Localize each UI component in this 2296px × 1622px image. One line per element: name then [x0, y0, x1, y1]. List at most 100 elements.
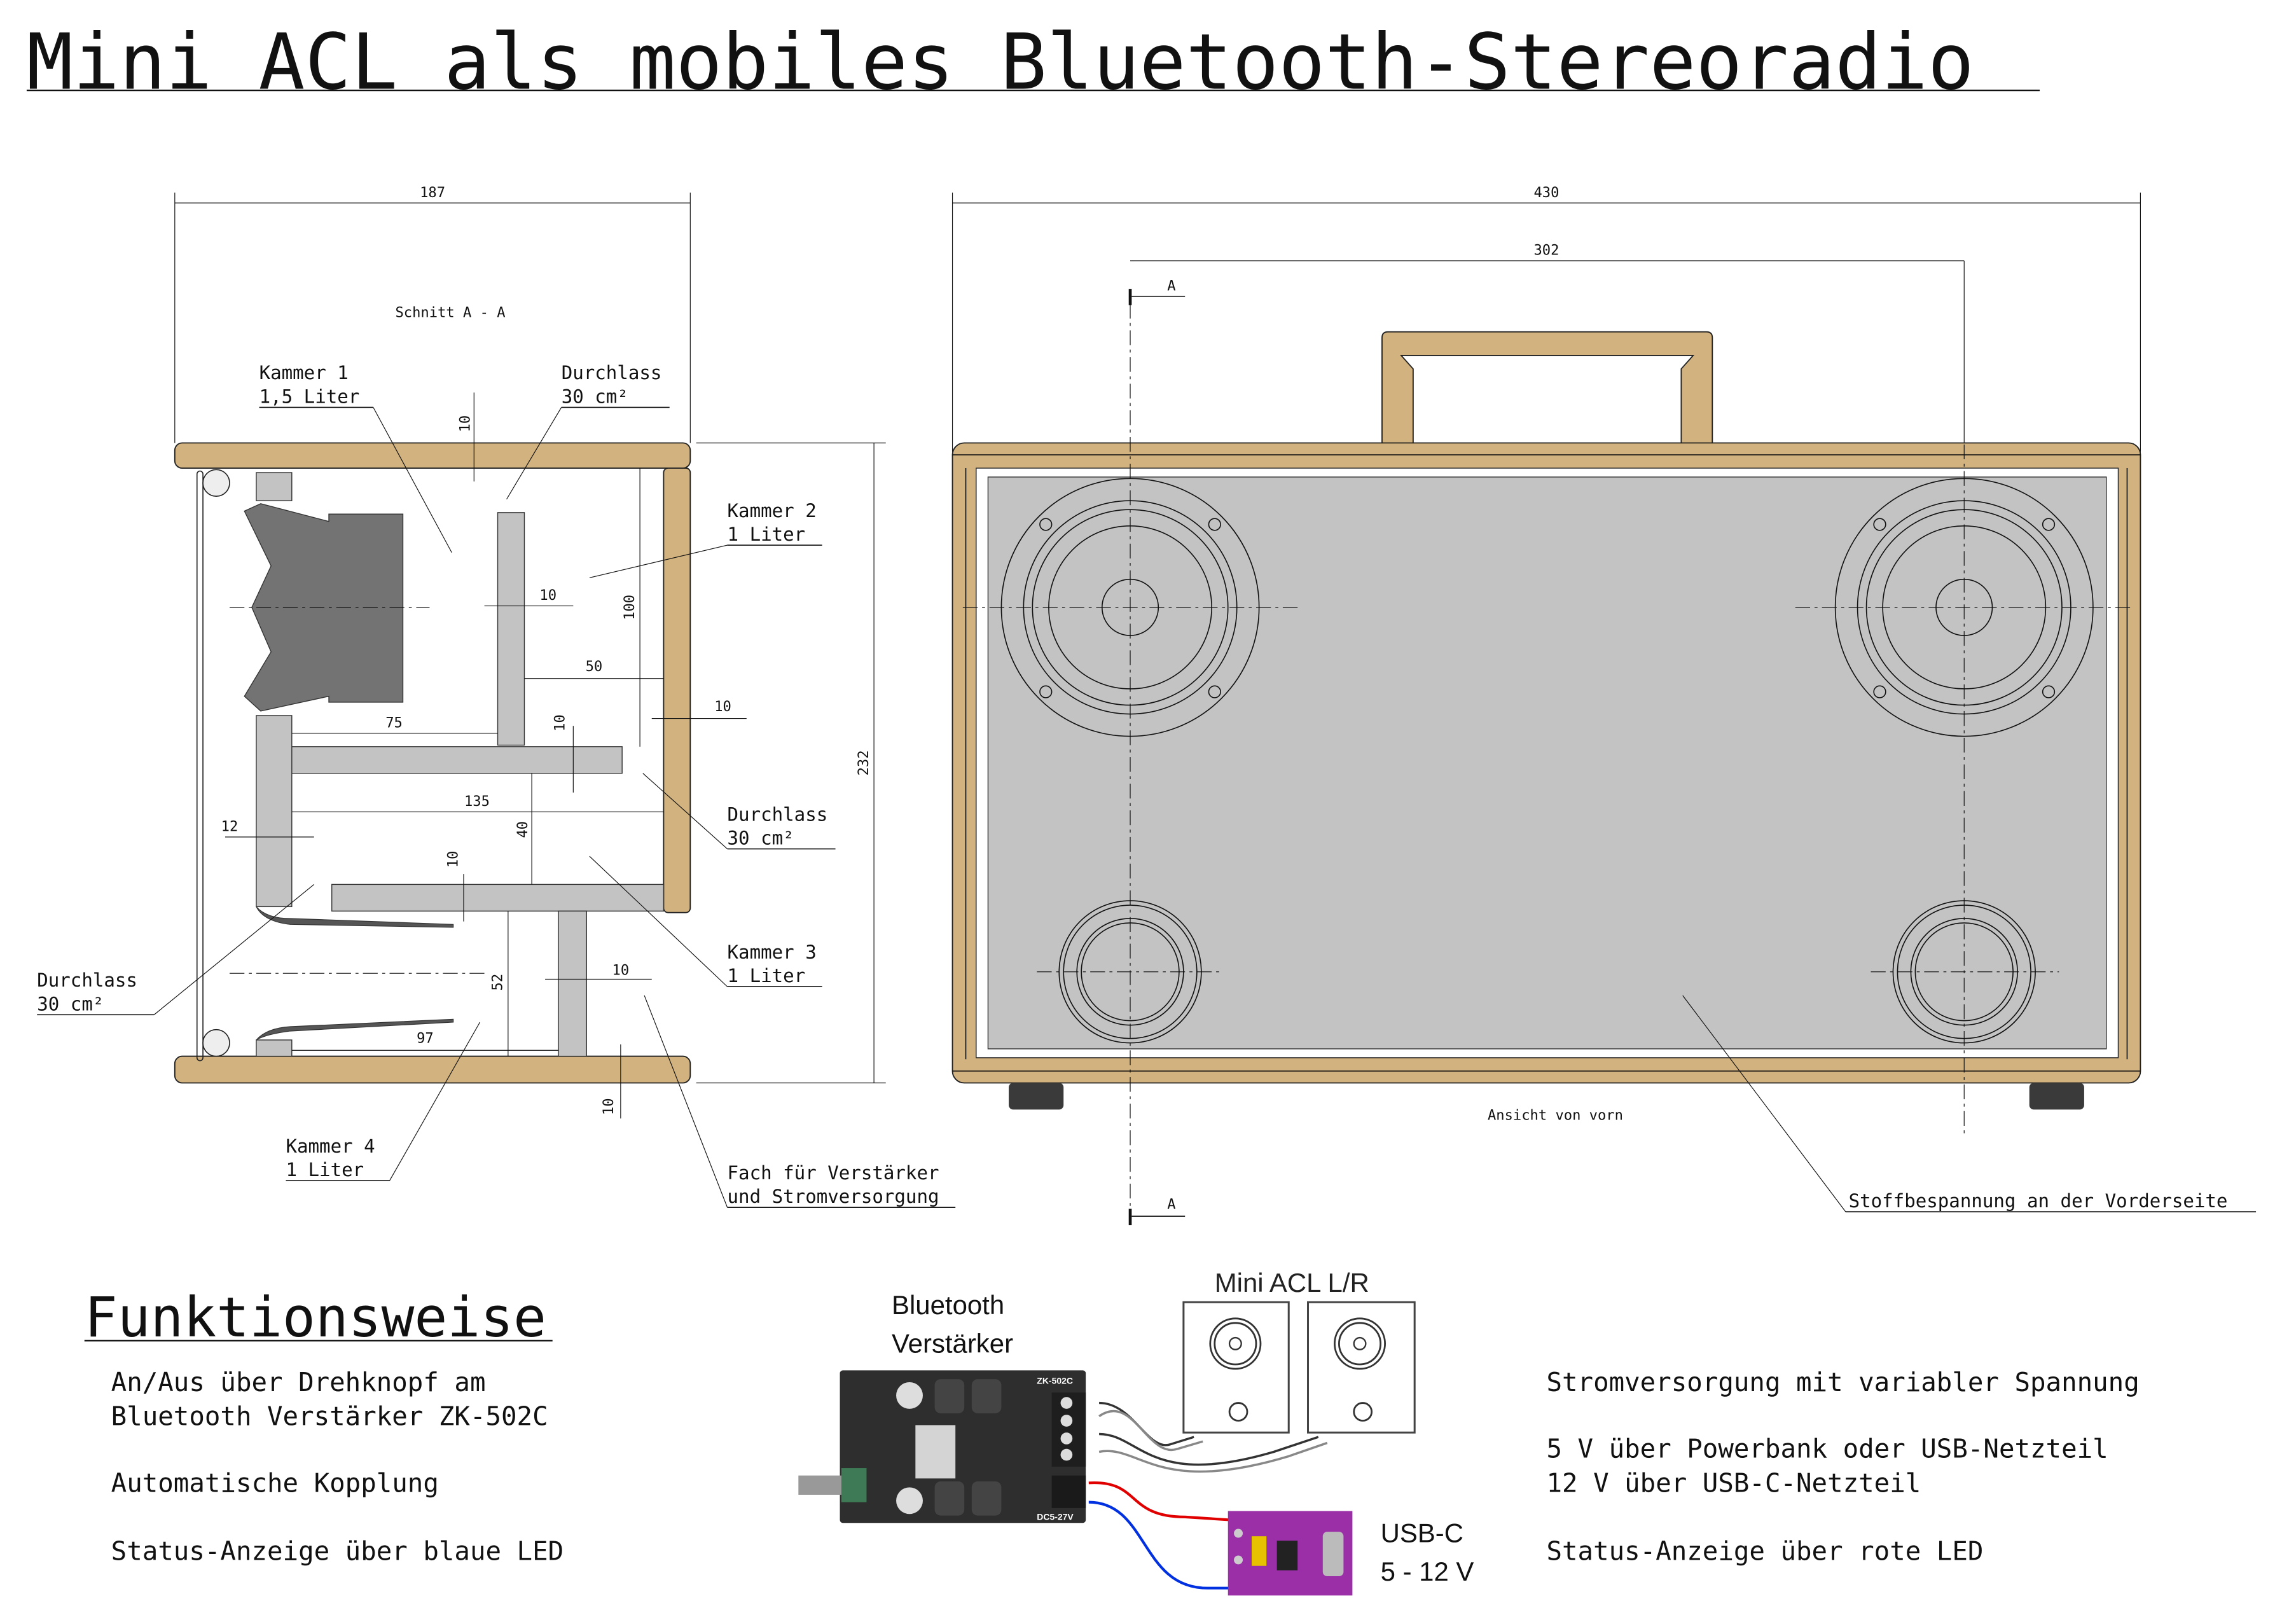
- internal-dimensions: 10 10 100 50 10 75 10 135 40 12 10 52 10: [221, 392, 886, 1119]
- title-block: Mini ACL als mobiles Bluetooth-Stereorad…: [26, 18, 2040, 107]
- drawing-label: 10: [714, 698, 731, 715]
- drawing-label: und Stromversorgung: [728, 1186, 939, 1207]
- drawing-stroke: [1682, 995, 1846, 1212]
- drawing-stroke: [1276, 1541, 1298, 1570]
- drawing-label: 1 Liter: [728, 965, 806, 987]
- drawing-stroke: [644, 995, 728, 1208]
- drawing-stroke: [1228, 1402, 1248, 1422]
- drawing-label: 97: [417, 1030, 434, 1047]
- drawing-stroke: [1338, 1322, 1382, 1366]
- drawing-stroke: [896, 1382, 923, 1409]
- callout-durchlass-top: Durchlass 30 cm²: [506, 362, 670, 500]
- heatsink-icon: [915, 1425, 956, 1479]
- drawing-label: 12: [221, 819, 239, 835]
- drawing-label: 10: [445, 851, 462, 868]
- drawing-stroke: [2042, 518, 2056, 531]
- panel-front-lower: [256, 715, 293, 908]
- usb-label: USB-C: [1381, 1518, 1463, 1548]
- port-flare-lower: [256, 1018, 454, 1041]
- drawing-stroke: [589, 856, 728, 987]
- amp-label: Verstärker: [892, 1328, 1013, 1358]
- drawing-label: 30 cm²: [37, 993, 104, 1015]
- panel-baffle: [497, 512, 525, 746]
- back-board: [663, 468, 691, 913]
- drawing-label: Kammer 4: [286, 1135, 375, 1157]
- dim-width: 187: [420, 184, 445, 201]
- usb-label: 5 - 12 V: [1381, 1556, 1474, 1586]
- function-heading: Funktionsweise: [85, 1286, 546, 1350]
- drawing-label: 40: [515, 821, 531, 838]
- drawing-stroke: [2042, 685, 2056, 698]
- drawing-stroke: [1128, 289, 1132, 305]
- drawing-label: 1 Liter: [728, 523, 806, 545]
- drawing-label: 10: [551, 714, 568, 731]
- drawing-label: 1,5 Liter: [259, 385, 360, 407]
- callout-kammer1: Kammer 1 1,5 Liter: [259, 362, 452, 553]
- drawing-stroke: [1060, 1448, 1073, 1461]
- function-right-line: Stromversorgung mit variabler Spannung: [1546, 1367, 2139, 1397]
- speakers-label: Mini ACL L/R: [1215, 1268, 1369, 1298]
- drawing-stroke: [1873, 685, 1886, 698]
- function-left-line: Automatische Kopplung: [111, 1467, 439, 1498]
- panel-front-bottom: [256, 1039, 293, 1057]
- drawing-stroke: [1353, 1336, 1367, 1350]
- negative-wire: [1088, 1501, 1231, 1590]
- page-title: Mini ACL als mobiles Bluetooth-Stereorad…: [27, 18, 1974, 107]
- drawing-stroke: [1060, 1397, 1073, 1409]
- foot-left: [1009, 1083, 1064, 1110]
- section-caption: Schnitt A - A: [395, 304, 505, 321]
- drawing-stroke: [1208, 518, 1221, 531]
- drawing-stroke: [1128, 1209, 1132, 1226]
- drawing-label: 10: [539, 587, 557, 604]
- drawing-stroke: [1334, 1317, 1387, 1370]
- drawing-label: Durchlass: [562, 362, 662, 384]
- drawing-label: Fach für Verstärker: [728, 1162, 939, 1184]
- drawing-stroke: [1039, 685, 1053, 698]
- drawing-stroke: [1051, 1475, 1086, 1508]
- dim-front-width: 430: [1534, 184, 1559, 201]
- amplifier-board: ZK-502C DC5-27V: [798, 1370, 1086, 1523]
- drawing-label: 100: [621, 595, 638, 620]
- function-right-line: 12 V über USB-C-Netzteil: [1546, 1467, 1921, 1498]
- drawing-stroke: [840, 1370, 1086, 1523]
- speaker-right-icon: [1306, 1301, 1416, 1434]
- panel-shelf-lower: [331, 884, 665, 912]
- front-caption: Ansicht von vorn: [1488, 1107, 1623, 1124]
- panel-front-top: [256, 472, 293, 501]
- front-view: 430 302 A A: [951, 184, 2257, 1226]
- drawing-stroke: [389, 1022, 481, 1181]
- foot-right: [2029, 1083, 2084, 1110]
- drawing-stroke: [1234, 1528, 1243, 1538]
- speaker-wire: [1098, 1410, 1203, 1452]
- amp-input-text: DC5-27V: [1037, 1512, 1074, 1522]
- drawing-stroke: [971, 1379, 1002, 1413]
- function-left-line: An/Aus über Drehknopf am: [111, 1367, 486, 1397]
- volume-knob-icon: [798, 1475, 843, 1495]
- drawing-stroke: [1182, 1301, 1290, 1434]
- drawing-stroke: [1060, 1432, 1073, 1445]
- drawing-label: 30 cm²: [728, 828, 794, 849]
- drawing-label: 75: [385, 715, 403, 731]
- panel-shelf-upper: [291, 746, 623, 774]
- drawing-stroke: [1209, 1317, 1262, 1370]
- speaker-wire: [1099, 1401, 1194, 1446]
- drawing-stroke: [934, 1379, 965, 1413]
- drawing-stroke: [1060, 1415, 1073, 1427]
- drawing-stroke: [841, 1468, 867, 1502]
- bottom-board: [174, 1055, 691, 1084]
- drawing-stroke: [1252, 1536, 1267, 1566]
- drawing-label: 50: [586, 658, 603, 675]
- drawing-label: 30 cm²: [562, 385, 628, 407]
- grille-rod-top: [202, 469, 230, 497]
- drawing-stroke: [589, 544, 728, 578]
- drawing-stroke: [1873, 518, 1886, 531]
- drawing-label: A: [1167, 277, 1175, 294]
- callout-durchlass-left: Durchlass 30 cm²: [37, 884, 315, 1016]
- callout-fach: Fach für Verstärker und Stromversorgung: [644, 995, 956, 1208]
- drawing-stroke: [896, 1487, 923, 1515]
- callout-durchlass-mid: Durchlass 30 cm²: [642, 773, 836, 850]
- drawing-stroke: [1039, 518, 1053, 531]
- port-flare-upper: [256, 906, 454, 928]
